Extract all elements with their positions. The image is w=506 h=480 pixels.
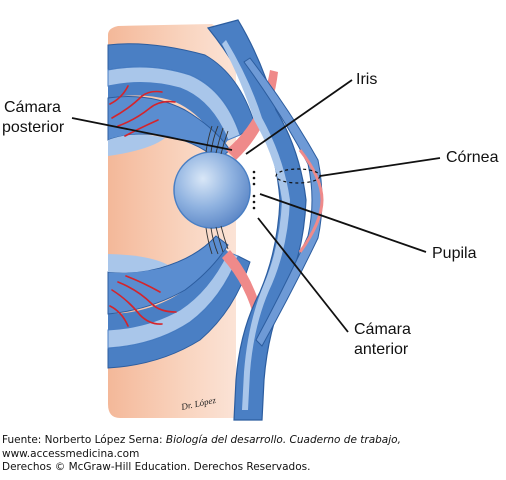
credits-source-prefix: Fuente: Norberto López Serna: [2,434,166,446]
label-camara-posterior-2: posterior [2,119,65,136]
ciliary-upper [108,82,228,148]
cornea-edge [298,149,324,253]
credits-source-title: Biología del desarrollo. Cuaderno de tra… [165,434,401,446]
credits-rights: Derechos © McGraw-Hill Education. Derech… [2,461,311,473]
cornea-inner [222,40,290,410]
label-cornea: Córnea [446,149,499,166]
credits-source-line: Fuente: Norberto López Serna: Biología d… [2,434,502,448]
label-camara-anterior-2: anterior [354,341,409,358]
leader-lines [71,79,441,333]
choroid-lower [108,254,168,273]
cornea-front [243,57,323,347]
label-iris: Iris [356,71,377,88]
pupil-dots [252,170,256,210]
blood-vessels [109,85,177,327]
choroid-upper [108,134,165,156]
credits-website: www.accessmedicina.com [2,447,140,460]
lens [173,151,251,229]
label-camara-posterior-1: Cámara [4,99,61,116]
eye-anatomy-diagram: Cámara posterior Iris Córnea Pupila Cáma… [2,19,499,421]
credits-block: Fuente: Norberto López Serna: Biología d… [2,434,502,475]
label-pupila: Pupila [432,245,477,262]
ciliary-lower [108,245,228,330]
label-camara-anterior-1: Cámara [354,321,411,338]
zonule-fibers [205,125,229,255]
